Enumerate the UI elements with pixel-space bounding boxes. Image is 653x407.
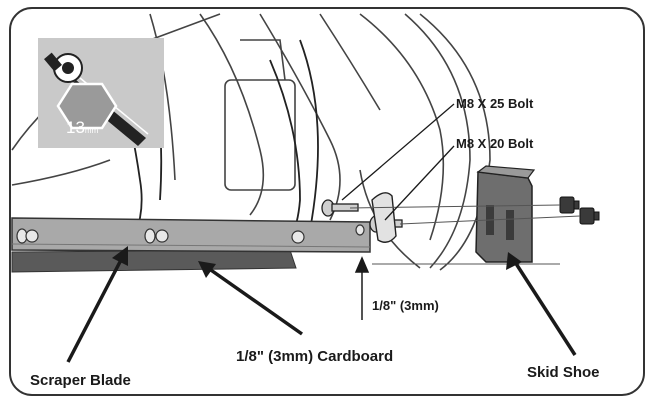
label-m8x25-bolt: M8 X 25 Bolt (456, 96, 534, 111)
mounting-plate (371, 192, 397, 243)
ratchet-wrench-icon (38, 38, 164, 148)
hex-socket-icon (56, 82, 118, 130)
label-scraper-blade: Scraper Blade (30, 372, 131, 389)
label-cardboard: 1/8" (3mm) Cardboard (236, 348, 394, 365)
callout-arrows (66, 246, 577, 363)
cardboard-strip (11, 249, 297, 273)
blade-carriage-bolts (16, 224, 365, 244)
tool-size-value: 13 (66, 118, 85, 137)
tool-size-unit: mm (84, 126, 99, 135)
flange-nuts (559, 196, 600, 225)
tool-badge (38, 38, 164, 148)
skid-shoe (475, 165, 536, 263)
label-gap-measure: 1/8" (3mm) (372, 298, 439, 313)
gap-measure-arrow (354, 256, 370, 320)
bolt-leader-lines (341, 103, 455, 221)
label-skid-shoe: Skid Shoe (527, 364, 600, 381)
label-m8x20-bolt: M8 X 20 Bolt (456, 136, 534, 151)
tool-size-label: 13mm (66, 118, 98, 138)
scraper-blade (11, 217, 371, 253)
alignment-lines (349, 204, 581, 265)
